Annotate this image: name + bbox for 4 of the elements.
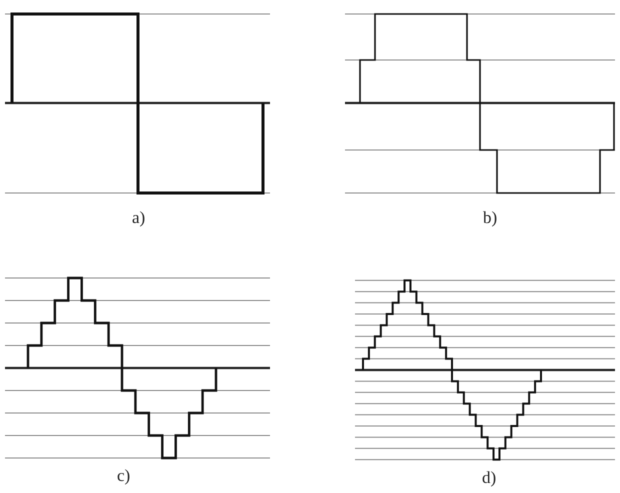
panel-label: a) bbox=[132, 208, 146, 228]
panel-label: c) bbox=[117, 466, 130, 486]
panel-label: d) bbox=[482, 468, 496, 488]
panel-label: b) bbox=[483, 208, 498, 228]
